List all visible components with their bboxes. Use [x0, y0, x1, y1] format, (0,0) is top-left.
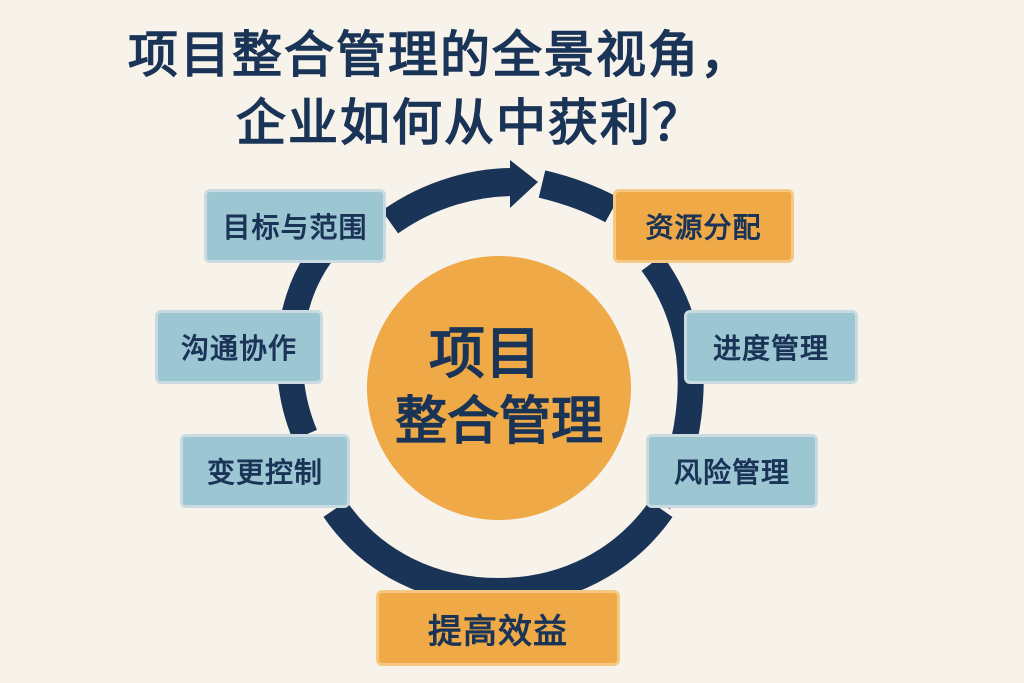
schedule-management-box: 进度管理	[684, 310, 858, 384]
goal-scope-box: 目标与范围	[204, 189, 386, 263]
resource-allocation-box: 资源分配	[613, 189, 794, 263]
cycle-arc-bottom	[323, 500, 673, 607]
risk-management-box: 风险管理	[646, 434, 818, 508]
cycle-arc-top-right	[538, 170, 619, 223]
cycle-arrow-head	[510, 160, 538, 208]
change-control-box: 变更控制	[180, 434, 350, 508]
center-circle: 项目 整合管理	[367, 256, 631, 520]
title-line-2: 企业如何从中获利？	[236, 94, 704, 152]
center-line-1: 项目	[429, 321, 541, 387]
cycle-arc-top-left	[381, 168, 515, 234]
center-line-2: 整合管理	[394, 392, 603, 453]
communication-box: 沟通协作	[155, 310, 323, 384]
title-line-1: 项目整合管理的全景视角，	[128, 26, 752, 84]
benefit-box: 提高效益	[376, 590, 620, 666]
